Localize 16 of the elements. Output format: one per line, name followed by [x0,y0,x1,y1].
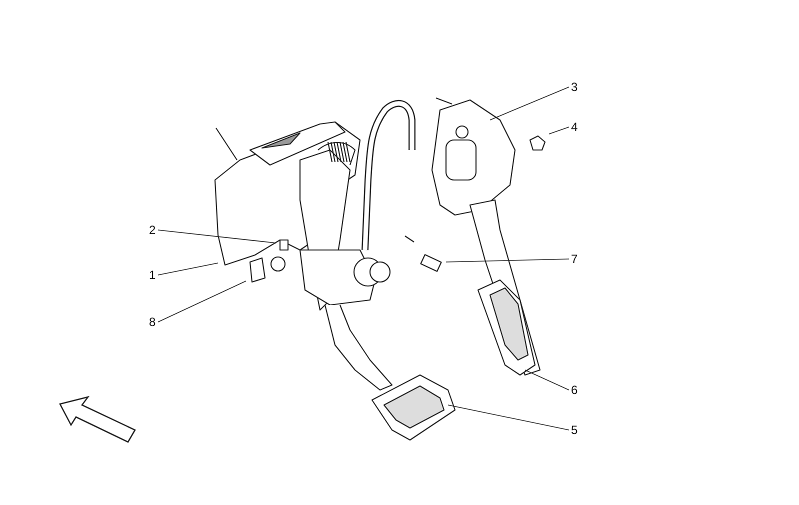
leader-line [158,280,246,322]
callout-number: 1 [148,268,157,282]
leader-line [158,262,218,276]
callout-number: 7 [570,252,579,266]
leader-line [524,370,570,390]
callout-number: 6 [570,383,579,397]
leader-line [548,126,570,134]
callout-number: 3 [570,80,579,94]
callout-number: 8 [148,315,157,329]
leader-line [446,258,570,262]
callout-number: 5 [570,423,579,437]
leader-line [448,404,570,430]
leader-line [158,230,276,244]
callout-number: 4 [570,120,579,134]
leader-line [490,86,570,120]
callout-number: 2 [148,223,157,237]
